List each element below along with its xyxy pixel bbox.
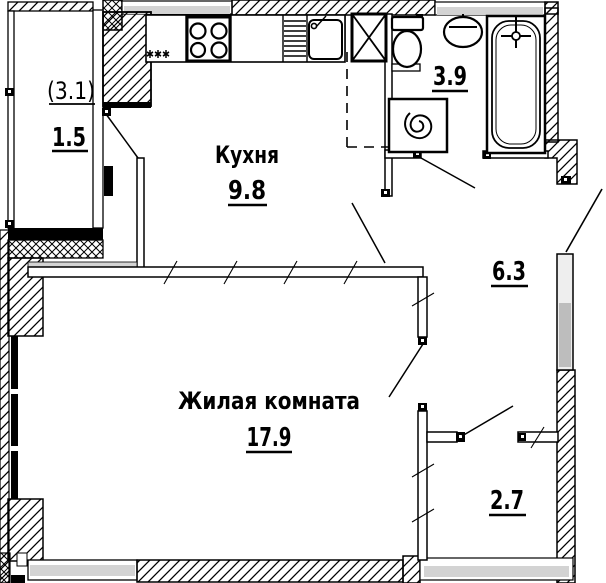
balcony-partition-wall: [92, 9, 104, 229]
balcony-structure: [5, 9, 152, 269]
bathroom-top-window-icon: [434, 1, 546, 16]
balcony-door-post: [104, 166, 113, 196]
living-room-area: 17.9: [247, 423, 292, 453]
kitchen-area: 9.8: [228, 176, 266, 206]
livingroom-top-wall: [27, 266, 424, 278]
kitchen-left-wall: [102, 11, 152, 107]
balcony-area: 1.5: [52, 123, 86, 153]
left-exterior-strip: [0, 229, 10, 583]
right-exterior-wall: [556, 369, 576, 583]
refrigerator-icon: ✱✱✱: [146, 48, 170, 61]
stove-icon: [185, 15, 232, 63]
bathroom-label: 3.9: [432, 62, 468, 93]
storage-label: 2.7: [489, 486, 526, 517]
livingroom-right-wall: [417, 276, 428, 338]
bottom-walls: [27, 555, 574, 583]
storage-bottom-window-icon: [419, 557, 574, 581]
kitchen-label: Кухня 9.8: [215, 141, 279, 207]
bathroom-right-wall: [544, 7, 559, 143]
entry-door-icon: [556, 188, 603, 371]
kitchen-door-icon: [351, 202, 386, 264]
hallway-label: 6.3: [491, 257, 528, 288]
storage-stub-left: [426, 431, 458, 443]
storage-area: 2.7: [490, 486, 524, 516]
bathroom-fixtures: [387, 14, 547, 155]
balcony-bottom-wall: [8, 228, 103, 240]
bottom-window-icon: [27, 559, 138, 581]
balcony-area-total: (3.1): [47, 77, 95, 105]
balcony-bottom-insulation: [7, 239, 104, 259]
bottom-exterior-wall: [136, 559, 404, 583]
living-room-window-icon: [11, 336, 18, 499]
left-wall-lower-block: [7, 498, 44, 562]
bathroom-area: 3.9: [433, 62, 467, 92]
ventilation-shaft-icon: [350, 12, 388, 63]
storage-left-wall: [417, 410, 428, 561]
room-labels: (3.1) 1.5 Кухня 9.8 3.9 6.3 Жилая комнат…: [47, 62, 528, 517]
washing-machine-icon: [387, 97, 449, 154]
kitchen-sink-icon: [284, 15, 343, 60]
living-room-name: Жилая комната: [178, 387, 360, 415]
duct-zone-dashed-line: [346, 52, 390, 148]
top-exterior-wall: [231, 0, 436, 16]
balcony-door-icon: [105, 113, 139, 159]
hallway-area: 6.3: [492, 257, 526, 287]
kitchen-left-lower-wall: [136, 157, 145, 269]
living-room-label: Жилая комната 17.9: [178, 387, 360, 454]
left-wall-and-window: [0, 229, 138, 583]
livingroom-door-icon: [388, 343, 424, 398]
bathroom-door-icon: [420, 157, 476, 189]
washbasin-icon: [442, 14, 484, 49]
balcony-label: (3.1) 1.5: [47, 77, 95, 153]
balcony-top-wall: [7, 1, 94, 12]
bathtub-icon: [485, 14, 547, 155]
toilet-icon: [390, 14, 425, 69]
kitchen-name: Кухня: [215, 141, 279, 169]
balcony-glazing-left: [7, 10, 15, 229]
refrigerator-marker: ✱✱✱: [146, 48, 170, 61]
storage-door-icon: [461, 405, 514, 437]
kitchen-fixtures: ✱✱✱: [145, 12, 388, 63]
